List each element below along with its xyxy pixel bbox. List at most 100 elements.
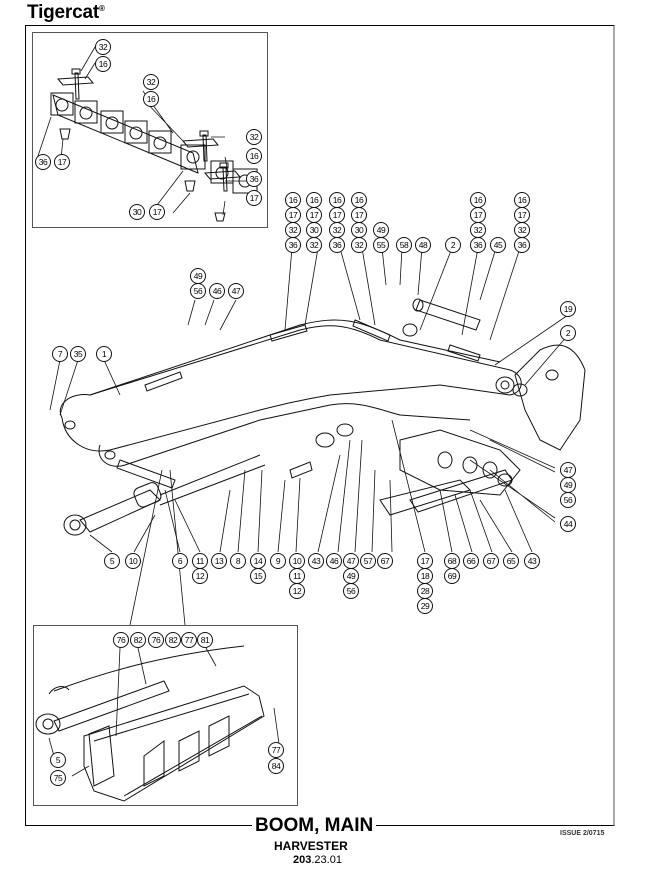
callout: 32 — [285, 222, 301, 238]
callout: 68 — [444, 553, 460, 569]
section-code-suffix: .23.01 — [311, 854, 342, 866]
callout: 18 — [417, 568, 433, 584]
callout: 17 — [329, 207, 345, 223]
brand-logo: Tigercat® — [27, 2, 105, 24]
callout: 77 — [181, 632, 197, 648]
pin-left — [116, 459, 176, 489]
page-subtitle: HARVESTER — [274, 839, 348, 853]
callout: 32 — [143, 74, 159, 90]
callout: 49 — [343, 568, 359, 584]
callout: 16 — [306, 192, 322, 208]
callout: 82 — [165, 632, 181, 648]
hose-clamp-rail-4 — [447, 344, 481, 362]
callout: 1 — [96, 346, 112, 362]
callout: 16 — [95, 56, 111, 72]
callout: 45 — [490, 237, 506, 253]
callout: 2 — [560, 325, 576, 341]
callout: 32 — [470, 222, 486, 238]
callout: 56 — [190, 283, 206, 299]
callout: 30 — [351, 222, 367, 238]
callout: 49 — [373, 222, 389, 238]
callout: 75 — [50, 770, 66, 786]
callout: 32 — [306, 237, 322, 253]
callout: 47 — [560, 462, 576, 478]
callout: 16 — [514, 192, 530, 208]
callout: 76 — [148, 632, 164, 648]
callout: 47 — [228, 283, 244, 299]
callout: 32 — [351, 237, 367, 253]
callout: 17 — [351, 207, 367, 223]
callout: 43 — [308, 553, 324, 569]
registered-mark: ® — [98, 4, 105, 13]
callout: 32 — [246, 129, 262, 145]
hose-clamp-rail-3 — [352, 319, 391, 342]
callout: 17 — [306, 207, 322, 223]
link-bracket-right — [514, 344, 586, 451]
callout: 76 — [113, 632, 129, 648]
callout: 17 — [246, 190, 262, 206]
inset-clamp-detail — [32, 32, 268, 228]
callout: 30 — [306, 222, 322, 238]
callout: 58 — [396, 237, 412, 253]
callout: 2 — [445, 237, 461, 253]
callout: 11 — [192, 553, 208, 569]
section-code-prefix: 203 — [293, 854, 312, 866]
hose-clamp-rail-1 — [144, 371, 183, 392]
callout: 56 — [560, 492, 576, 508]
hose-clamp-blocks — [50, 92, 258, 194]
callout: 67 — [377, 553, 393, 569]
link-assembly — [399, 429, 521, 496]
callout: 77 — [268, 742, 284, 758]
callout: 43 — [524, 553, 540, 569]
lower-cylinder — [409, 469, 513, 513]
callout: 7 — [52, 346, 68, 362]
callout: 10 — [125, 553, 141, 569]
callout: 67 — [483, 553, 499, 569]
page-title: BOOM, MAIN — [252, 815, 377, 837]
callout: 84 — [268, 758, 284, 774]
callout: 56 — [343, 583, 359, 599]
callout: 19 — [560, 301, 576, 317]
callout: 12 — [192, 568, 208, 584]
callout: 36 — [246, 171, 262, 187]
section-code: 203.23.01 — [293, 854, 342, 866]
callout: 16 — [470, 192, 486, 208]
inset-guard-detail — [33, 625, 298, 806]
inset-bottom-leaders — [48, 647, 281, 777]
clamp-detail-art — [36, 46, 258, 222]
callout: 49 — [190, 268, 206, 284]
callout: 14 — [250, 553, 266, 569]
callout: 17 — [285, 207, 301, 223]
callout: 8 — [230, 553, 246, 569]
callout: 13 — [211, 553, 227, 569]
leader-lines — [49, 247, 569, 626]
callout: 17 — [417, 553, 433, 569]
callout: 55 — [373, 237, 389, 253]
callout: 9 — [270, 553, 286, 569]
callout: 36 — [470, 237, 486, 253]
callout: 32 — [95, 39, 111, 55]
callout: 17 — [149, 204, 165, 220]
callout: 69 — [444, 568, 460, 584]
callout: 5 — [104, 553, 120, 569]
callout: 36 — [514, 237, 530, 253]
callout: 44 — [560, 516, 576, 532]
main-cylinder — [79, 489, 161, 533]
callout: 28 — [417, 583, 433, 599]
callout: 48 — [415, 237, 431, 253]
callout: 57 — [360, 553, 376, 569]
callout: 16 — [246, 148, 262, 164]
hose-clamp-rail-2 — [269, 324, 308, 342]
issue-date: ISSUE 2/0715 — [560, 830, 605, 837]
callout: 17 — [470, 207, 486, 223]
callout: 16 — [143, 91, 159, 107]
guard-detail-art — [35, 645, 281, 802]
callout: 46 — [209, 283, 225, 299]
pin-upper — [415, 299, 481, 331]
callout: 12 — [289, 583, 305, 599]
callout: 66 — [463, 553, 479, 569]
callout: 36 — [285, 237, 301, 253]
brand-name: Tigercat — [27, 2, 99, 23]
callout: 46 — [326, 553, 342, 569]
